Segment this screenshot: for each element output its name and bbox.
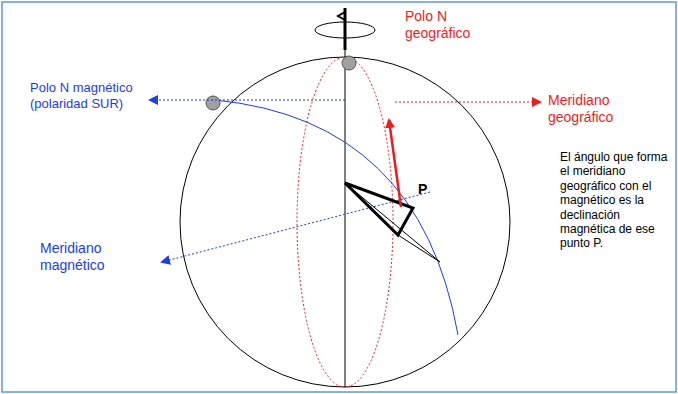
magnetic-meridian-curve	[215, 100, 458, 335]
geographic-meridian-arrow	[395, 102, 540, 103]
axis-top	[344, 8, 347, 50]
pole-label: Polo N geográfico	[405, 8, 510, 42]
meridian-label: Meridiano magnético	[40, 240, 145, 274]
note: El ángulo que forma el meridiano geográf…	[560, 150, 670, 251]
pole-label: Polo N magnético (polaridad SUR)	[30, 80, 142, 111]
geographic-pole-dot	[342, 56, 356, 70]
declination-triangle	[345, 183, 413, 235]
meridian-label: Meridiano geográfico	[548, 92, 663, 126]
magnetic-pole-arrow	[150, 100, 345, 101]
north-arrow	[389, 120, 401, 207]
point-label: P	[418, 181, 438, 198]
magnetic-pole-dot	[206, 96, 220, 110]
axis-flag	[338, 12, 345, 20]
rotation-ellipse	[315, 22, 375, 38]
